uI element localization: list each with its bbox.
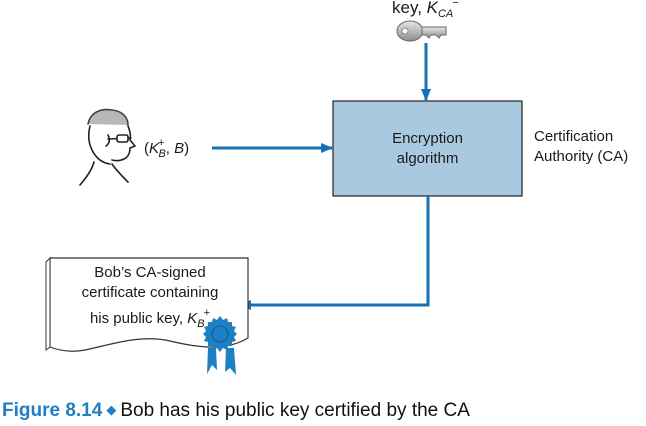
encryption-box-label: Encryption algorithm [392, 129, 463, 167]
box-to-certificate-arrow [239, 196, 430, 310]
ribbon-seal-icon [203, 316, 237, 375]
bob-person-icon [79, 108, 136, 186]
certificate-text: Bob’s CA-signed certificate containing h… [81, 264, 219, 330]
diamond-bullet-icon: ◆ [106, 402, 117, 417]
figure-caption: Figure 8.14◆Bob has his public key certi… [2, 400, 470, 421]
ca-private-key-label: key, KCA− [392, 0, 459, 20]
encryption-box [332, 100, 523, 197]
ca-label: Certification Authority (CA) [534, 128, 629, 165]
key-icon [396, 20, 447, 42]
bob-key-pair-label: (K+B, B) [144, 137, 190, 160]
